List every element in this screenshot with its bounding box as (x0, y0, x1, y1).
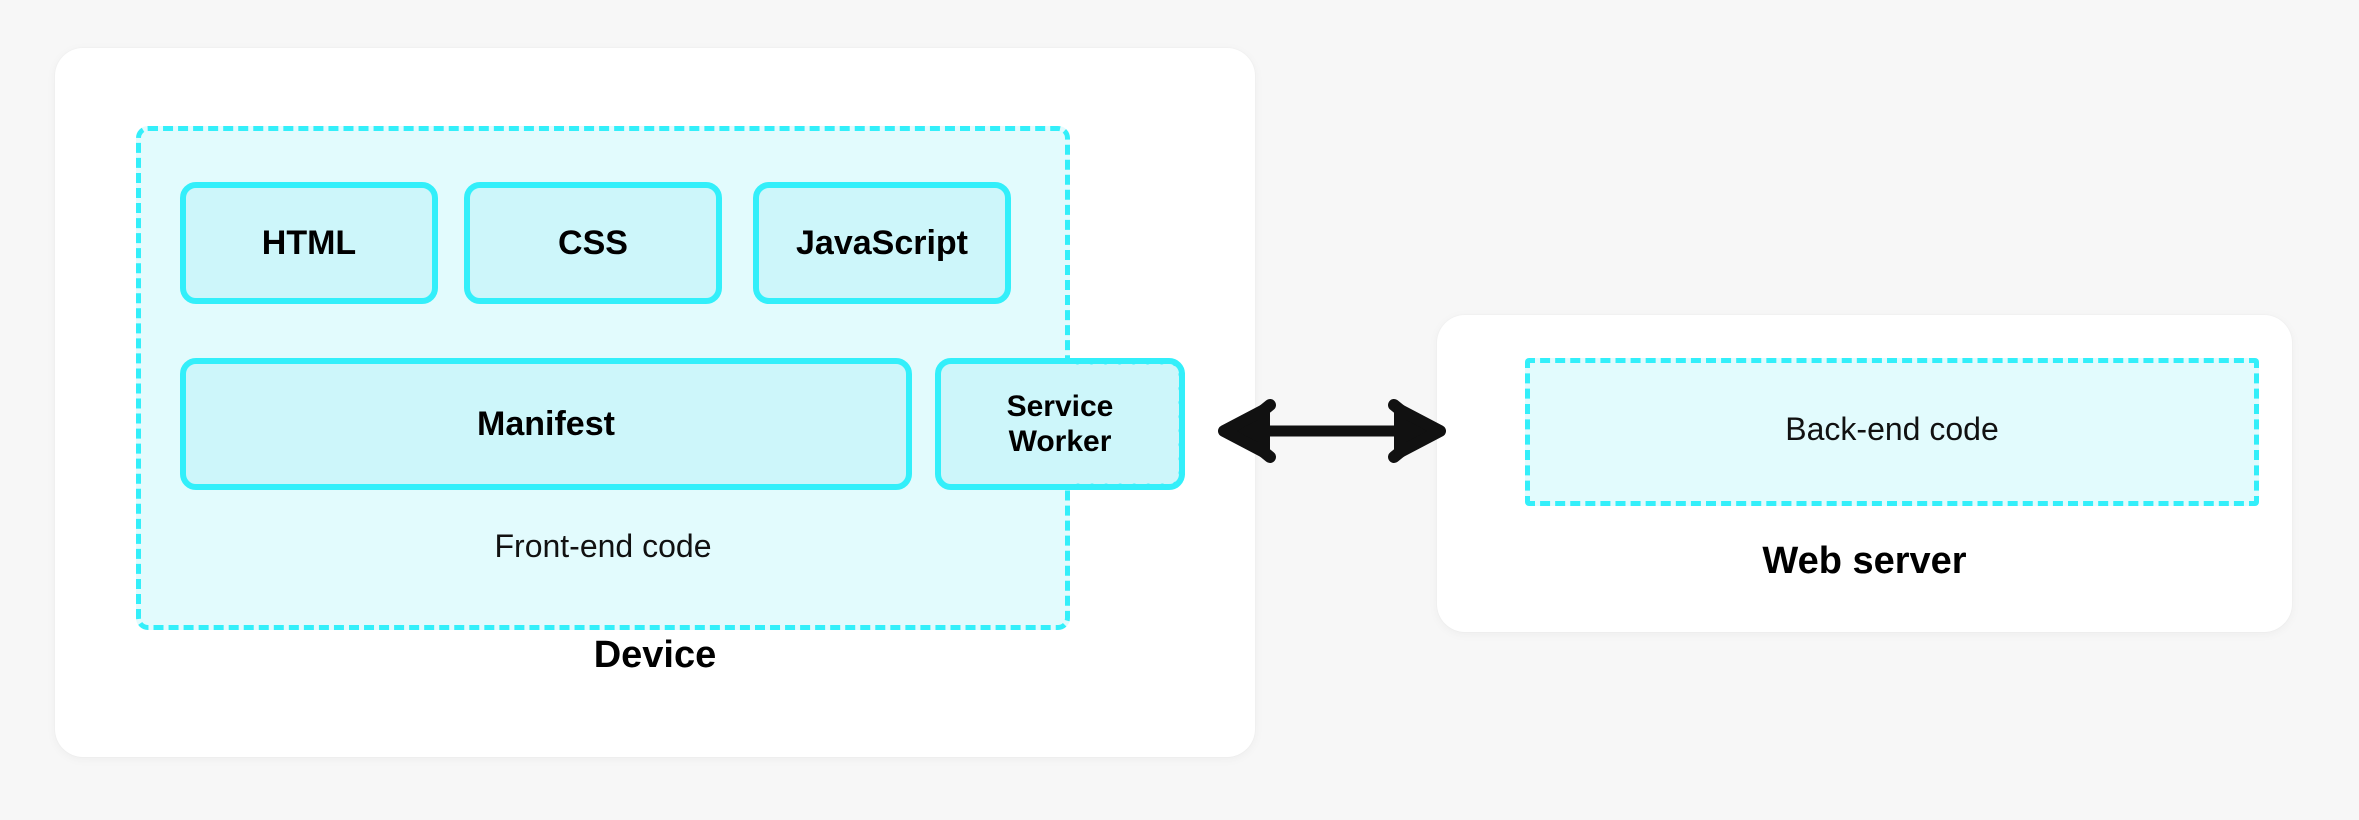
backend-code-region (1525, 358, 2259, 506)
manifest-box-label: Manifest (477, 404, 615, 443)
service-worker-label-line1: Service (1006, 389, 1114, 423)
html-box-label: HTML (261, 223, 357, 262)
html-box[interactable]: HTML (180, 182, 438, 304)
backend-code-caption: Back-end code (1785, 411, 1999, 447)
manifest-box[interactable]: Manifest (180, 358, 912, 490)
service-worker-label-line2: Worker (1008, 425, 1112, 458)
device-caption: Device (593, 634, 717, 676)
javascript-box-label: JavaScript (796, 223, 968, 262)
service-worker-box-label: Service Worker (1007, 389, 1114, 460)
double-headed-arrow-icon (1218, 399, 1446, 463)
frontend-code-caption: Front-end code (494, 528, 712, 564)
javascript-box[interactable]: JavaScript (753, 182, 1011, 304)
web-server-caption: Web server (1762, 540, 1967, 582)
css-box[interactable]: CSS (464, 182, 722, 304)
css-box-label: CSS (558, 223, 628, 262)
service-worker-dotted-outline (1071, 358, 1185, 490)
